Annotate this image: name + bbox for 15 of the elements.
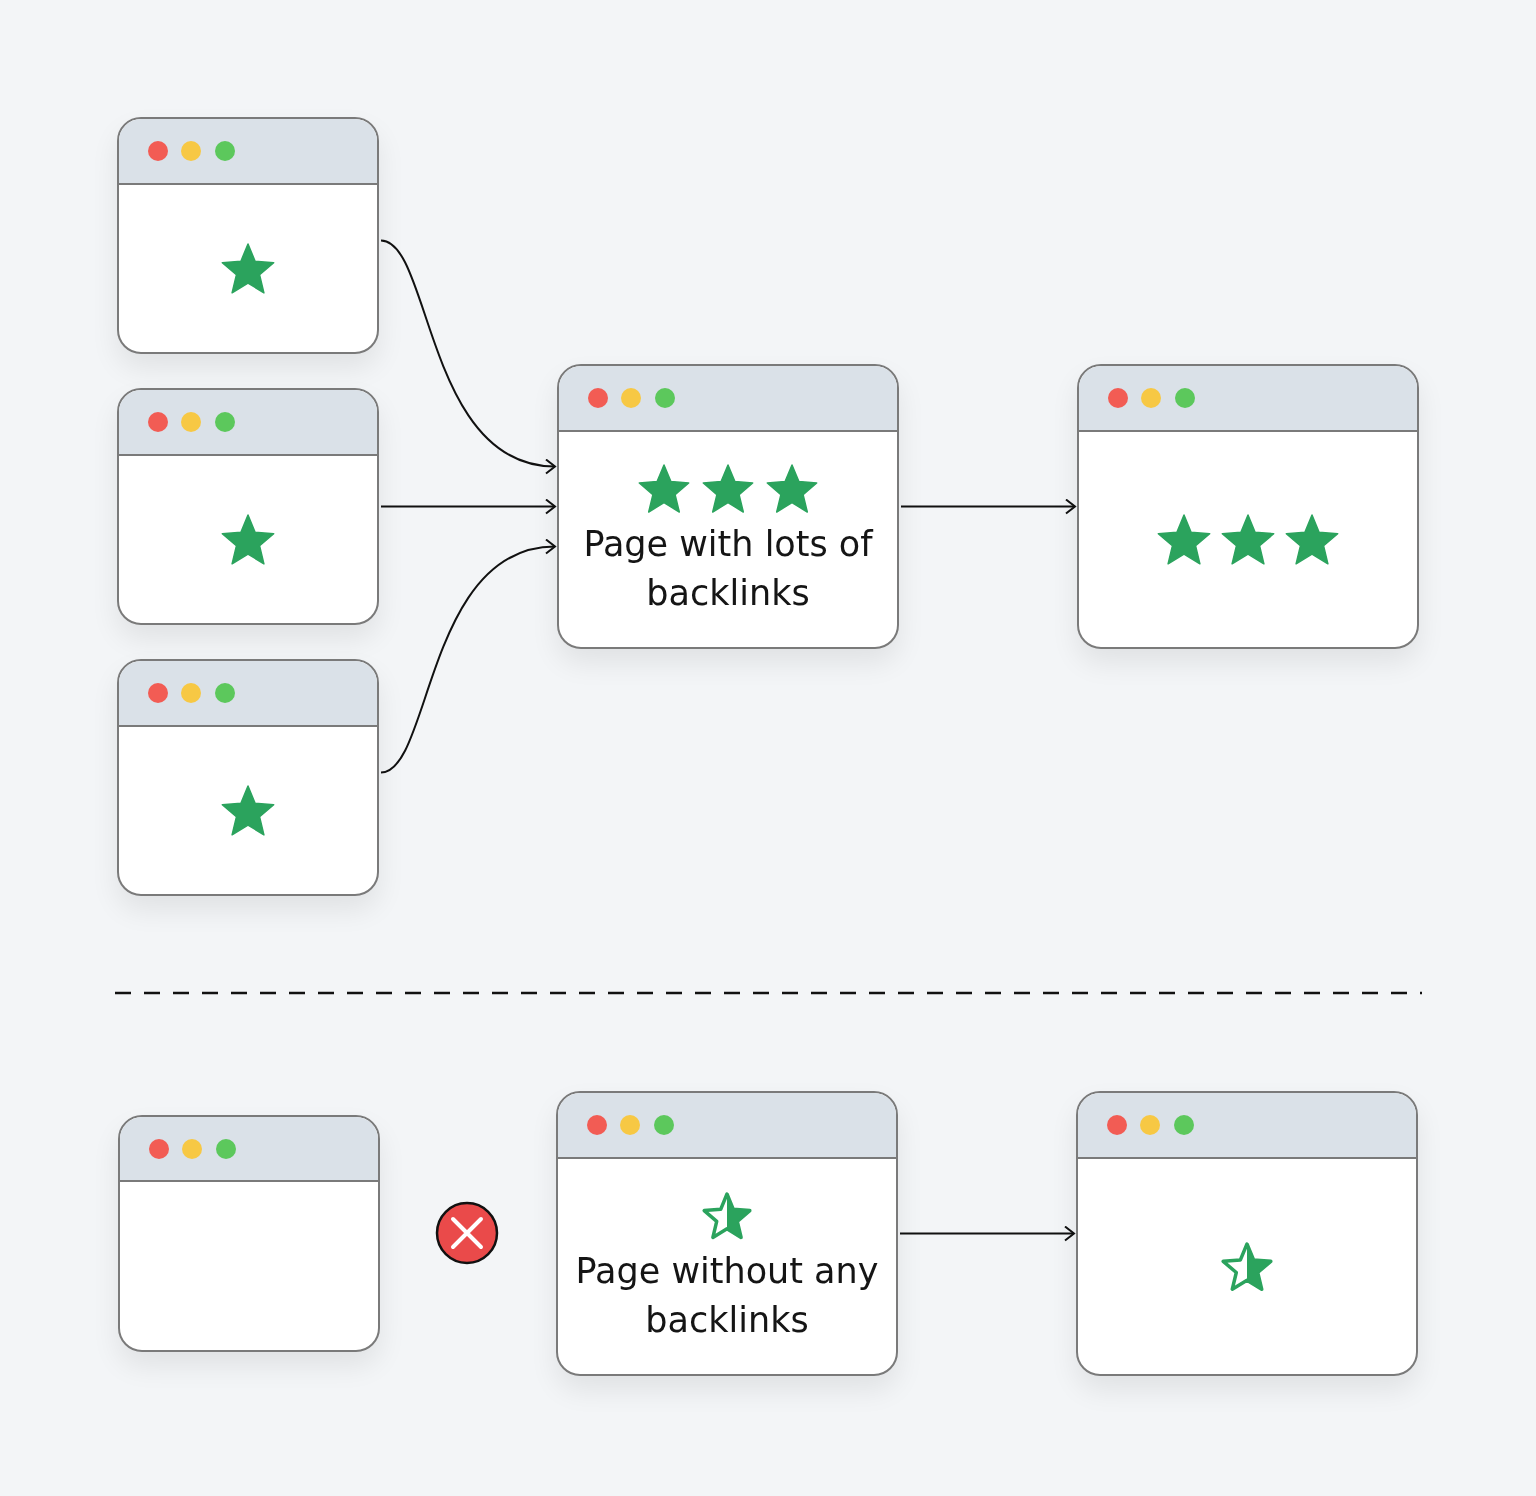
browser-window [117, 117, 379, 354]
browser-window [118, 1115, 380, 1352]
arrow [899, 1225, 1075, 1242]
browser-window [117, 388, 379, 625]
page-label: Page with lots of backlinks [582, 522, 875, 615]
arrow [900, 498, 1076, 515]
browser-window [1076, 1091, 1418, 1376]
arrow [380, 539, 556, 774]
arrow [380, 498, 556, 515]
browser-window [557, 364, 899, 649]
arrow [380, 239, 556, 474]
page-label: Page without any backlinks [574, 1249, 880, 1342]
browser-window [117, 659, 379, 896]
browser-window [556, 1091, 898, 1376]
browser-window [1077, 364, 1419, 649]
